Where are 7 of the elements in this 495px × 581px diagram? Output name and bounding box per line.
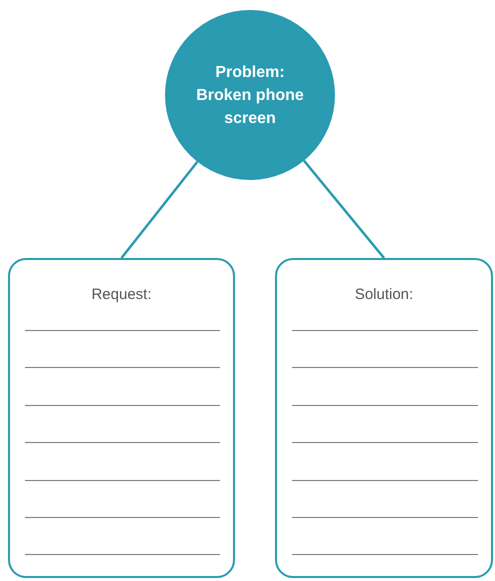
connector-line [120, 160, 198, 259]
problem-text: Problem: Broken phone screen [195, 62, 305, 128]
card-heading: Request: [91, 285, 152, 305]
connector-line [303, 160, 385, 259]
card-heading: Solution: [354, 285, 414, 305]
notes-card [275, 258, 493, 578]
notes-card [8, 258, 235, 578]
